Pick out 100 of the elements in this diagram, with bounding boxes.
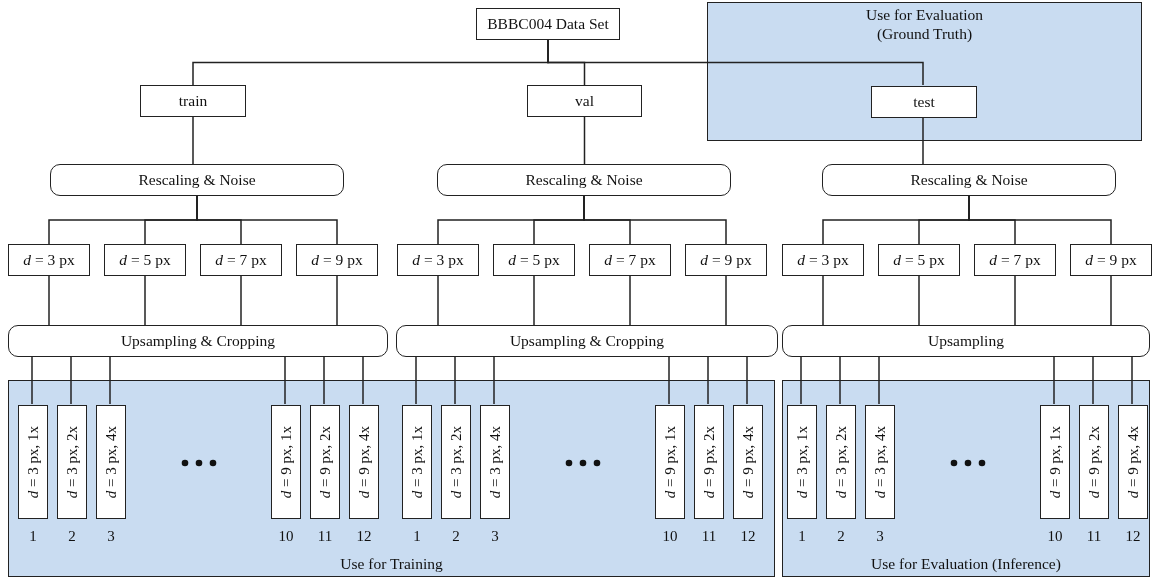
dataset-box (402, 405, 432, 519)
connector-line (918, 275, 920, 326)
dataset-label: d = 9 px, 1x (278, 425, 294, 499)
box-label: Upsampling (928, 333, 1004, 349)
box-label: test (913, 94, 935, 110)
region-label: Use for Training (339, 555, 444, 571)
box-label: d = 7 px (989, 252, 1041, 268)
process-pill (396, 325, 778, 357)
box-label: d = 7 px (604, 252, 656, 268)
connector-line (583, 195, 727, 245)
connector-line (493, 356, 495, 405)
connector-line (922, 116, 924, 165)
index-number: 10 (1046, 529, 1064, 544)
process-pill (782, 325, 1150, 357)
connector-line (533, 275, 535, 326)
connector-line (583, 116, 586, 165)
index-number: 12 (739, 529, 757, 544)
process-box (140, 85, 246, 117)
dataset-box (57, 405, 87, 519)
connector-line (1014, 275, 1016, 326)
connector-line (629, 275, 631, 326)
process-box (527, 85, 642, 117)
dataset-label: d = 3 px, 2x (448, 425, 464, 499)
dataset-label: d = 9 px, 4x (740, 425, 756, 499)
connector-line (725, 275, 727, 326)
connector-line (336, 275, 338, 326)
box-label: d = 3 px (797, 252, 849, 268)
process-box (782, 244, 864, 276)
box-label: Rescaling & Noise (138, 172, 256, 188)
process-pill (8, 325, 388, 357)
connector-line (878, 356, 880, 405)
dataset-label: d = 3 px, 1x (25, 425, 41, 499)
process-box (589, 244, 671, 276)
dataset-box (480, 405, 510, 519)
connector-line (968, 195, 1112, 245)
index-number: 1 (412, 529, 422, 544)
dataset-label: d = 3 px, 4x (487, 425, 503, 499)
dataset-box (826, 405, 856, 519)
dataset-box (349, 405, 379, 519)
box-label: d = 9 px (1085, 252, 1137, 268)
connector-line (362, 356, 364, 405)
process-box (878, 244, 960, 276)
dataset-box (271, 405, 301, 519)
box-label: d = 9 px (700, 252, 752, 268)
dataset-label: d = 3 px, 2x (64, 425, 80, 499)
connector-line (1092, 356, 1094, 405)
index-number: 10 (277, 529, 295, 544)
connector-line (437, 275, 439, 326)
box-label: d = 3 px (23, 252, 75, 268)
index-number: 10 (661, 529, 679, 544)
process-box (685, 244, 767, 276)
connector-line (707, 356, 709, 405)
index-number: 1 (797, 529, 807, 544)
index-number: 11 (700, 529, 718, 544)
index-number: 12 (1124, 529, 1142, 544)
connector-line (1131, 356, 1133, 405)
box-label: d = 9 px (311, 252, 363, 268)
dataset-label: d = 9 px, 2x (701, 425, 717, 499)
index-number: 12 (355, 529, 373, 544)
connector-line (746, 356, 748, 405)
dataset-box (787, 405, 817, 519)
region-panel (782, 380, 1150, 577)
process-box (974, 244, 1056, 276)
process-box (493, 244, 575, 276)
dataset-label: d = 3 px, 4x (872, 425, 888, 499)
process-box (200, 244, 282, 276)
process-box (296, 244, 378, 276)
dataset-box (694, 405, 724, 519)
process-box (871, 86, 977, 118)
connector-line (109, 356, 111, 405)
index-number: 1 (28, 529, 38, 544)
dataset-box (18, 405, 48, 519)
connector-line (70, 356, 72, 405)
box-label: d = 5 px (508, 252, 560, 268)
box-label: Rescaling & Noise (910, 172, 1028, 188)
connector-line (454, 356, 456, 405)
box-label: d = 5 px (893, 252, 945, 268)
connector-line (668, 356, 670, 405)
connector-line (1053, 356, 1055, 405)
connector-line (240, 275, 242, 326)
index-number: 2 (451, 529, 461, 544)
index-number: 3 (875, 529, 885, 544)
connector-line (48, 275, 50, 326)
box-label: d = 7 px (215, 252, 267, 268)
process-box (8, 244, 90, 276)
index-number: 11 (1085, 529, 1103, 544)
region-label: Use for Evaluation (Inference) (870, 555, 1062, 571)
dataset-box (441, 405, 471, 519)
dataset-label: d = 3 px, 1x (794, 425, 810, 499)
process-box (104, 244, 186, 276)
connector-line (822, 275, 824, 326)
dataset-label: d = 3 px, 2x (833, 425, 849, 499)
connector-line (839, 356, 841, 405)
box-label: Upsampling & Cropping (120, 333, 276, 349)
box-label: val (575, 93, 594, 109)
region-label: Use for Evaluation (Ground Truth) (864, 5, 985, 43)
process-pill (822, 164, 1116, 196)
box-label: BBBC004 Data Set (487, 16, 609, 32)
connector-line (144, 275, 146, 326)
connector-line (415, 356, 417, 405)
